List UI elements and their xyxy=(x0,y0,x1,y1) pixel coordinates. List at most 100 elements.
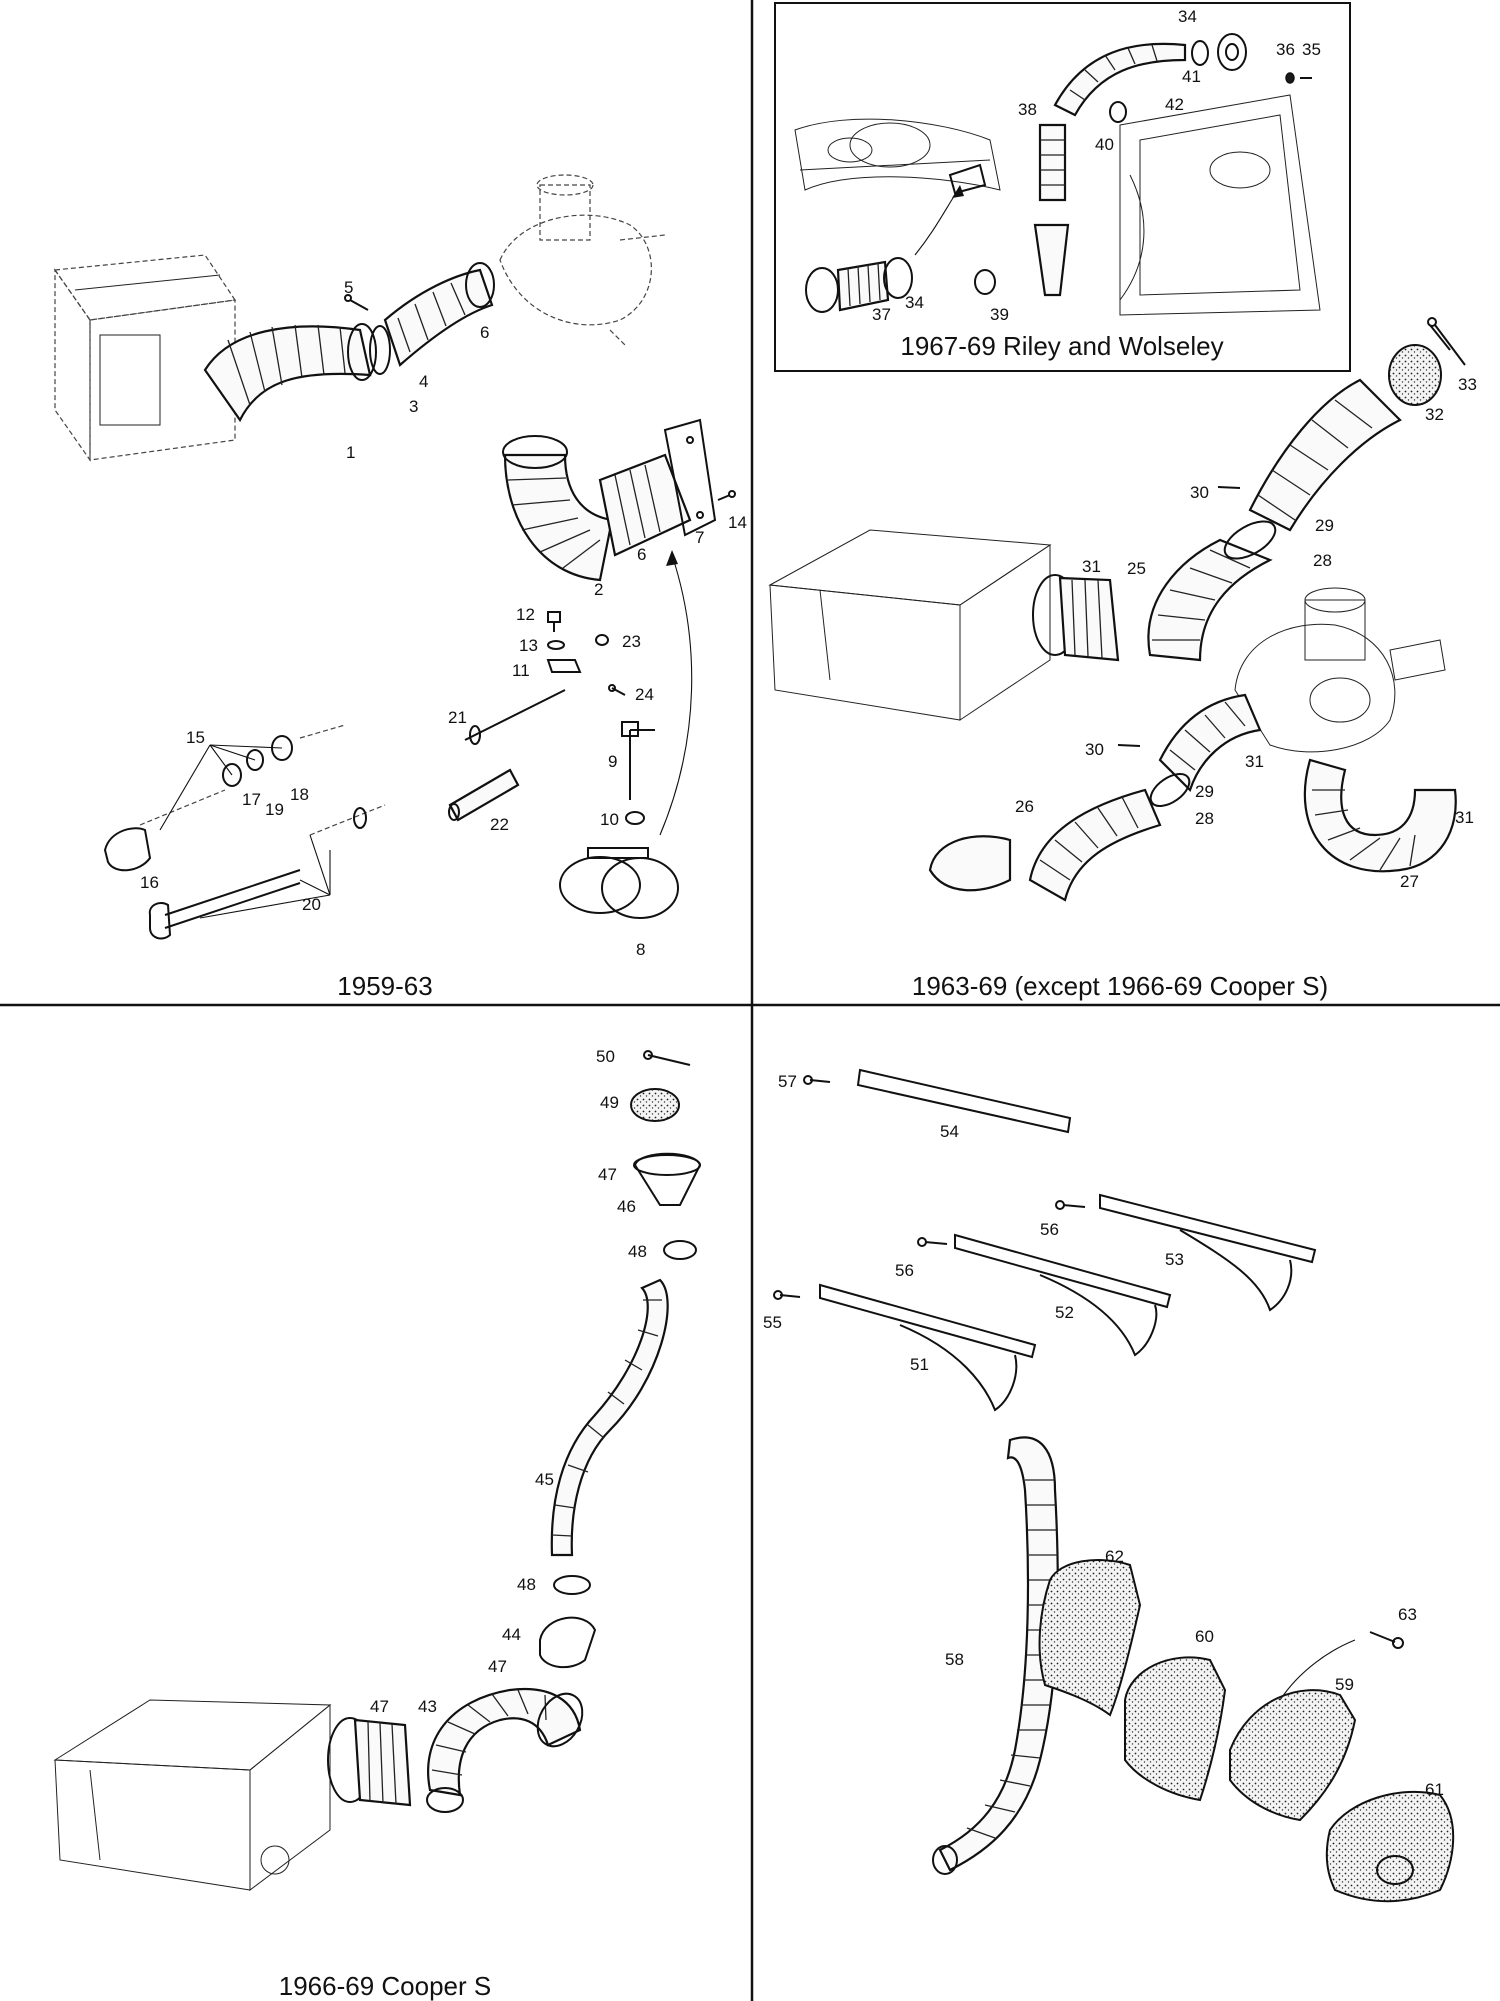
section-ducts xyxy=(773,1068,1455,1903)
hose-25 xyxy=(1147,538,1273,662)
adaptor-44 xyxy=(539,1616,597,1669)
callout-23: 23 xyxy=(622,632,641,651)
callout-49: 49 xyxy=(600,1093,619,1112)
callout-3: 3 xyxy=(409,397,418,416)
callout-56: 56 xyxy=(1040,1220,1059,1239)
knob-20 xyxy=(148,902,172,940)
callout-7: 7 xyxy=(695,528,704,547)
callout-24: 24 xyxy=(635,685,654,704)
cable-21 xyxy=(464,689,566,741)
vent-59 xyxy=(1229,1689,1357,1822)
caption-1963-69: 1963-69 (except 1966-69 Cooper S) xyxy=(912,971,1328,1001)
callout-14: 14 xyxy=(728,513,747,532)
bracket-53 xyxy=(1099,1193,1317,1264)
callout-40: 40 xyxy=(1095,135,1114,154)
callout-53: 53 xyxy=(1165,1250,1184,1269)
hose-end-26 xyxy=(928,835,1012,892)
knob-16 xyxy=(103,827,152,872)
callout-29b: 29 xyxy=(1195,782,1214,801)
callout-2: 2 xyxy=(594,580,603,599)
elbow-27 xyxy=(1303,758,1457,873)
callout-22: 22 xyxy=(490,815,509,834)
hose-38 xyxy=(1053,42,1187,117)
callout-62: 62 xyxy=(1105,1547,1124,1566)
hose-upper xyxy=(1248,378,1402,532)
callout-45: 45 xyxy=(535,1470,554,1489)
callout-30: 30 xyxy=(1190,483,1209,502)
callout-9: 9 xyxy=(608,752,617,771)
callout-32: 32 xyxy=(1425,405,1444,424)
blower-unit xyxy=(499,174,666,346)
section-cooper-s: 1966-69 Cooper S xyxy=(53,1050,702,2001)
callout-61: 61 xyxy=(1425,1780,1444,1799)
callout-46: 46 xyxy=(617,1197,636,1216)
callout-11: 11 xyxy=(512,661,530,680)
callout-55: 55 xyxy=(763,1313,782,1332)
callout-30b: 30 xyxy=(1085,740,1104,759)
callout-44: 44 xyxy=(502,1625,521,1644)
callout-28b: 28 xyxy=(1195,809,1214,828)
callout-47c: 47 xyxy=(370,1697,389,1716)
hose-43 xyxy=(427,1687,582,1797)
callout-58: 58 xyxy=(945,1650,964,1669)
callout-31b: 31 xyxy=(1245,752,1264,771)
callout-35: 35 xyxy=(1302,40,1321,59)
hose-45 xyxy=(550,1278,669,1557)
cone-46 xyxy=(633,1152,702,1206)
tube-22 xyxy=(448,768,520,822)
callout-31: 31 xyxy=(1082,557,1101,576)
elbow-hose-2 xyxy=(503,453,614,582)
callout-18: 18 xyxy=(290,785,309,804)
callout-labels: 1 2 3 4 5 6 6 7 8 9 10 11 12 13 14 15 16… xyxy=(140,7,1477,1799)
callout-29: 29 xyxy=(1315,516,1334,535)
callout-63: 63 xyxy=(1398,1605,1417,1624)
callout-12: 12 xyxy=(516,605,535,624)
callout-59: 59 xyxy=(1335,1675,1354,1694)
callout-48: 48 xyxy=(628,1242,647,1261)
callout-52: 52 xyxy=(1055,1303,1074,1322)
grille-32 xyxy=(1388,344,1442,406)
vent-60 xyxy=(1124,1656,1227,1802)
callout-20: 20 xyxy=(302,895,321,914)
callout-33: 33 xyxy=(1458,375,1477,394)
callout-54: 54 xyxy=(940,1122,959,1141)
section-1959-63: 1959-63 xyxy=(53,174,736,1001)
hose-58 xyxy=(938,1436,1059,1872)
dashboard-sketch xyxy=(794,118,1001,191)
callout-41: 41 xyxy=(1182,67,1201,86)
caption-riley-wolseley: 1967-69 Riley and Wolseley xyxy=(900,331,1223,361)
callout-28: 28 xyxy=(1313,551,1332,570)
bar-54 xyxy=(856,1068,1072,1134)
caption-cooper-s: 1966-69 Cooper S xyxy=(279,1971,491,2001)
callout-6: 6 xyxy=(480,323,489,342)
heater-box-1963 xyxy=(768,529,1052,721)
callout-39: 39 xyxy=(990,305,1009,324)
callout-42: 42 xyxy=(1165,95,1184,114)
grille-49 xyxy=(630,1088,680,1122)
callout-37: 37 xyxy=(872,305,891,324)
inset-box-riley-wolseley xyxy=(774,2,1351,372)
callout-27: 27 xyxy=(1400,872,1419,891)
vent-61 xyxy=(1325,1791,1455,1903)
callout-31c: 31 xyxy=(1455,808,1474,827)
callout-19: 19 xyxy=(265,800,284,819)
callout-15: 15 xyxy=(186,728,205,747)
bracket-52 xyxy=(954,1233,1172,1309)
door-sketch xyxy=(1119,94,1321,316)
section-1963-69: 1967-69 Riley and Wolseley xyxy=(768,2,1466,1001)
callout-57: 57 xyxy=(778,1072,797,1091)
caption-1959-63: 1959-63 xyxy=(337,971,432,1001)
callout-48b: 48 xyxy=(517,1575,536,1594)
callout-5: 5 xyxy=(344,278,353,297)
hose-6-top xyxy=(383,268,494,367)
callout-8: 8 xyxy=(636,940,645,959)
callout-50: 50 xyxy=(596,1047,615,1066)
callout-6b: 6 xyxy=(637,545,646,564)
callout-43: 43 xyxy=(418,1697,437,1716)
vent-62 xyxy=(1038,1559,1142,1717)
blower-1963 xyxy=(1234,587,1446,753)
heater-box-cooper-s xyxy=(53,1699,332,1891)
callout-34: 34 xyxy=(1178,7,1197,26)
callout-51: 51 xyxy=(910,1355,929,1374)
